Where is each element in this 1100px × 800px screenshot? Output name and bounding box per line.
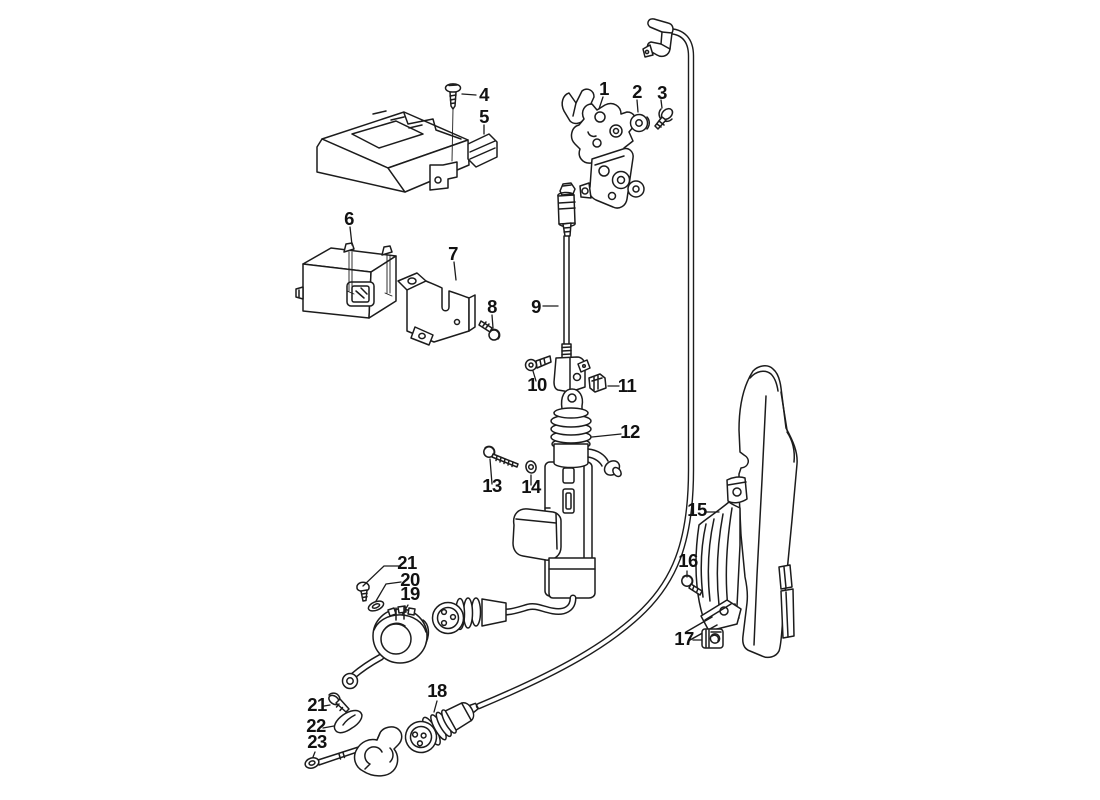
- callout-leaders: [312, 93, 720, 758]
- cable-harness-drawing: [475, 18, 695, 710]
- callout-5: 5: [479, 106, 489, 127]
- screw-16-drawing: [681, 574, 703, 596]
- callout-2: 2: [632, 81, 642, 102]
- callout-7: 7: [448, 243, 458, 264]
- screw-21b-drawing: [328, 692, 350, 713]
- clip-22-drawing: [333, 709, 363, 734]
- connector-18-drawing: [404, 702, 480, 754]
- callout-1: 1: [599, 78, 609, 99]
- callout-20: 20: [400, 569, 420, 590]
- bolt-10-drawing: [524, 355, 552, 372]
- bracket-7-drawing: [397, 272, 476, 346]
- screw-4-drawing: [444, 83, 462, 162]
- callout-18: 18: [427, 680, 447, 701]
- callout-13: 13: [482, 475, 502, 496]
- callout-21-b: 21: [307, 694, 327, 715]
- actuator-motor-housing: [512, 508, 562, 561]
- callout-labels: 1 2 3 4 5 6 7 8 9 10 11 12 13 14 15 16 1…: [306, 78, 707, 752]
- washer-20-drawing: [367, 600, 385, 612]
- callout-15: 15: [687, 499, 707, 520]
- callout-11: 11: [618, 375, 637, 396]
- callout-12: 12: [620, 421, 640, 442]
- grommet-clamp: [353, 726, 403, 777]
- washer-14-drawing: [525, 460, 537, 474]
- washer-2-drawing: [629, 113, 651, 133]
- callout-16: 16: [678, 550, 698, 571]
- callout-3: 3: [657, 82, 667, 103]
- callout-19: 19: [400, 583, 420, 604]
- callout-23: 23: [307, 731, 327, 752]
- door-lock-drawing: [561, 88, 645, 209]
- callout-4: 4: [479, 84, 490, 105]
- retainer-23-drawing: [304, 726, 403, 777]
- callout-9: 9: [531, 296, 541, 317]
- callout-8: 8: [487, 296, 497, 317]
- screw-13-drawing: [483, 445, 519, 468]
- callout-14: 14: [521, 476, 542, 497]
- switch-ring-19-drawing: [341, 605, 430, 690]
- clip-11-drawing: [588, 373, 607, 393]
- actuator-12-drawing: [431, 388, 622, 635]
- relay-box-drawing: [295, 242, 397, 319]
- control-unit-drawing: [316, 110, 498, 193]
- callout-21-a: 21: [397, 552, 417, 573]
- control-unit-bracket: [429, 161, 458, 191]
- callout-6: 6: [344, 208, 354, 229]
- screw-8-drawing: [478, 320, 501, 341]
- rod-9-drawing: [553, 182, 591, 393]
- screw-3-drawing: [654, 107, 674, 130]
- callout-17: 17: [674, 628, 694, 649]
- screw-21a-drawing: [356, 581, 370, 602]
- clip-17-drawing: [701, 628, 724, 649]
- callout-10: 10: [527, 374, 547, 395]
- control-unit-connector: [467, 133, 498, 168]
- actuator-side-tube: [587, 448, 609, 467]
- callout-22: 22: [306, 715, 326, 736]
- cover-15-drawing: [685, 365, 798, 659]
